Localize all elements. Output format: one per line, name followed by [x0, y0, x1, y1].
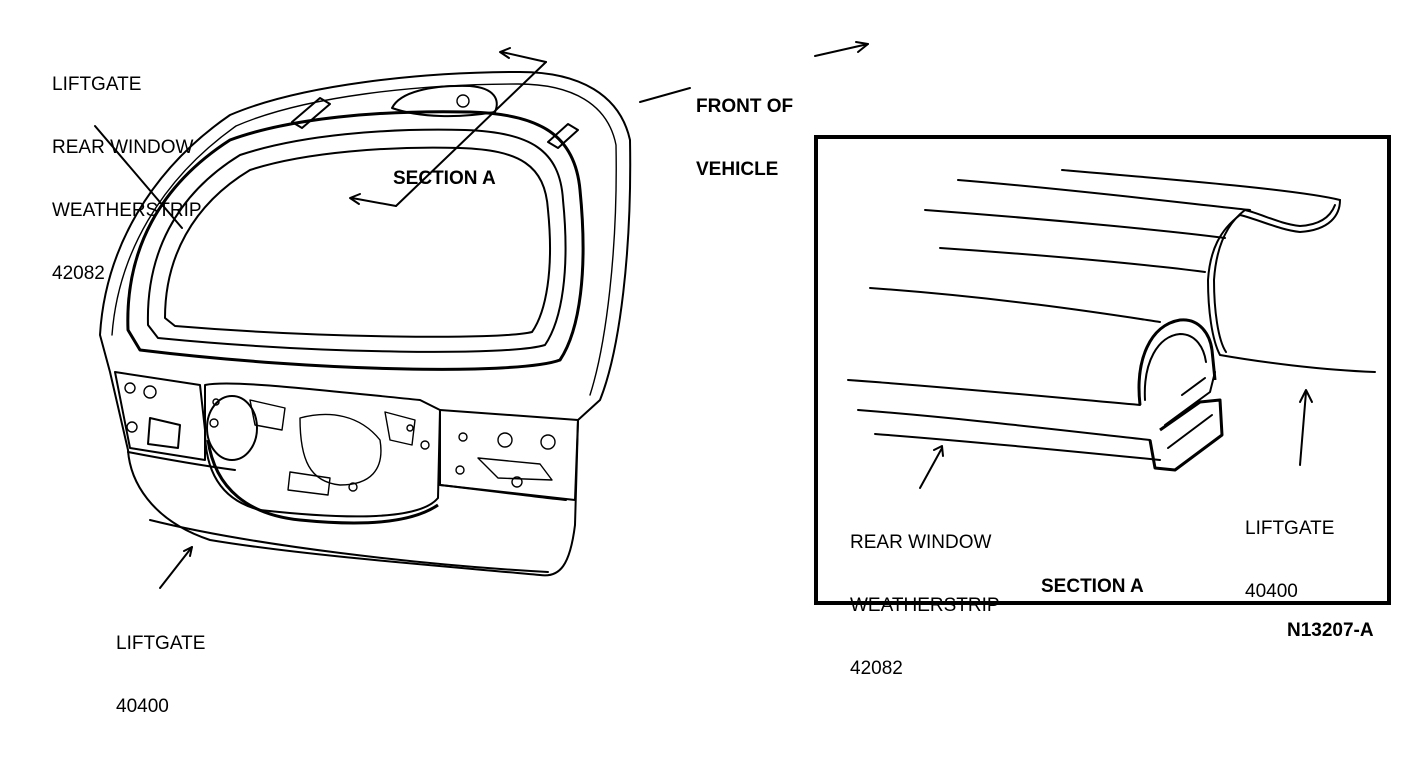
inset-channel-detail-3 [1181, 377, 1206, 396]
inset-line-8 [874, 433, 1161, 461]
left-fastener-1 [124, 382, 136, 394]
latch-mech-4 [287, 471, 331, 496]
inset-channel-detail-1 [1164, 371, 1216, 426]
left-lamp-pocket [114, 371, 206, 461]
inset-line-7 [857, 409, 1151, 441]
section-arrow-bottom [351, 197, 397, 207]
top-fastener [456, 94, 470, 108]
top-slot-right [547, 123, 579, 149]
center-fastener-2 [212, 398, 220, 406]
right-bracket [477, 457, 553, 481]
center-fastener-5 [406, 424, 414, 432]
inset-line-3 [924, 209, 1226, 239]
weatherstrip-main-line-1: LIFTGATE [52, 74, 142, 95]
weatherstrip-main-line-2: REAR WINDOW [52, 137, 194, 158]
top-handle-recess [391, 84, 498, 118]
lower-edge-line [149, 519, 549, 573]
center-fastener-1 [209, 418, 219, 428]
liftgate-outer-edge [111, 83, 617, 396]
rear-window-glass [164, 146, 551, 338]
right-fastener-4 [455, 465, 465, 475]
section-a-callout-label: SECTION A [393, 168, 496, 189]
top-slot-left [291, 97, 331, 129]
weatherstrip-main-line-4: 42082 [52, 263, 105, 284]
inset-line-5 [869, 287, 1161, 323]
section-cut-line [395, 61, 547, 207]
diagram-canvas: LIFTGATE REAR WINDOW WEATHERSTRIP 42082 … [52, 32, 1391, 717]
center-fastener-4 [420, 440, 430, 450]
latch-mech-1 [299, 413, 382, 486]
inset-liftgate-label: LIFTGATE 40400 [1245, 476, 1334, 644]
latch-hole [206, 395, 258, 461]
weatherstrip-inner [146, 128, 567, 353]
front-of-vehicle-label: FRONT OF VEHICLE [696, 54, 793, 222]
right-fastener-5 [511, 476, 523, 488]
liftgate-main-line-1: LIFTGATE [116, 633, 206, 654]
inset-weatherstrip-line-3: 42082 [850, 658, 903, 679]
liftgate-illustration [94, 41, 1391, 605]
leader-liftgate-main [159, 546, 193, 589]
inset-weatherstrip-line-1: REAR WINDOW [850, 532, 992, 553]
inset-line-2 [957, 179, 1251, 211]
inset-leader-liftgate [1299, 391, 1307, 466]
inset-weatherstrip-channel [1148, 398, 1224, 472]
figure-id: N13207-A [1287, 620, 1374, 641]
inset-liftgate-line-2: 40400 [1245, 581, 1298, 602]
left-fastener-2 [143, 385, 157, 399]
right-fastener-2 [540, 434, 556, 450]
front-arrow-line [639, 87, 691, 103]
front-arrow-head [855, 41, 869, 53]
center-fastener-3 [348, 482, 358, 492]
inset-leader-weatherstrip [919, 447, 943, 489]
leader-liftgate-main-arrowhead [183, 546, 193, 557]
inset-liftgate-flange-inner [1213, 204, 1336, 353]
left-bracket [147, 417, 181, 449]
leader-weatherstrip-main [94, 125, 183, 229]
center-lock-recess [204, 382, 441, 518]
inset-bulb-inner [1143, 333, 1207, 401]
section-arrow-bottom-head [349, 193, 361, 205]
weatherstrip-main-label: LIFTGATE REAR WINDOW WEATHERSTRIP 42082 [52, 32, 202, 326]
front-of-vehicle-line-2: VEHICLE [696, 159, 779, 180]
inset-weatherstrip-label: REAR WINDOW WEATHERSTRIP 42082 [850, 490, 1000, 721]
inset-weatherstrip-line-2: WEATHERSTRIP [850, 595, 1000, 616]
right-lamp-pocket [439, 409, 579, 501]
inset-weatherstrip-bulb [1137, 318, 1217, 406]
left-fastener-3 [126, 421, 138, 433]
latch-mech-3 [249, 399, 286, 431]
inset-line-4 [939, 247, 1206, 273]
liftgate-main-label: LIFTGATE 40400 [116, 591, 205, 759]
inset-liftgate-line-1: LIFTGATE [1245, 518, 1335, 539]
inset-line-6 [847, 379, 1141, 406]
section-a-inset-frame [814, 135, 1391, 605]
lower-panel-line [127, 451, 236, 471]
center-recess-rim [206, 439, 439, 525]
inset-liftgate-flange [1207, 199, 1376, 373]
inset-line-1 [1061, 169, 1341, 201]
latch-mech-2 [384, 411, 416, 446]
section-arrow-top [501, 51, 547, 63]
inset-leader-liftgate-head [1299, 389, 1313, 403]
front-arrow-line-2 [814, 43, 869, 57]
inset-channel-detail-2 [1167, 414, 1213, 449]
inset-leader-weatherstrip-head [933, 445, 944, 457]
right-fastener-3 [458, 432, 468, 442]
front-of-vehicle-line-1: FRONT OF [696, 96, 794, 117]
inset-title: SECTION A [1041, 576, 1144, 597]
weatherstrip-main-line-3: WEATHERSTRIP [52, 200, 202, 221]
liftgate-outer-panel [99, 71, 632, 577]
section-arrow-top-head [499, 47, 511, 59]
weatherstrip-outer [126, 110, 585, 371]
right-fastener-1 [497, 432, 513, 448]
liftgate-main-line-2: 40400 [116, 696, 169, 717]
